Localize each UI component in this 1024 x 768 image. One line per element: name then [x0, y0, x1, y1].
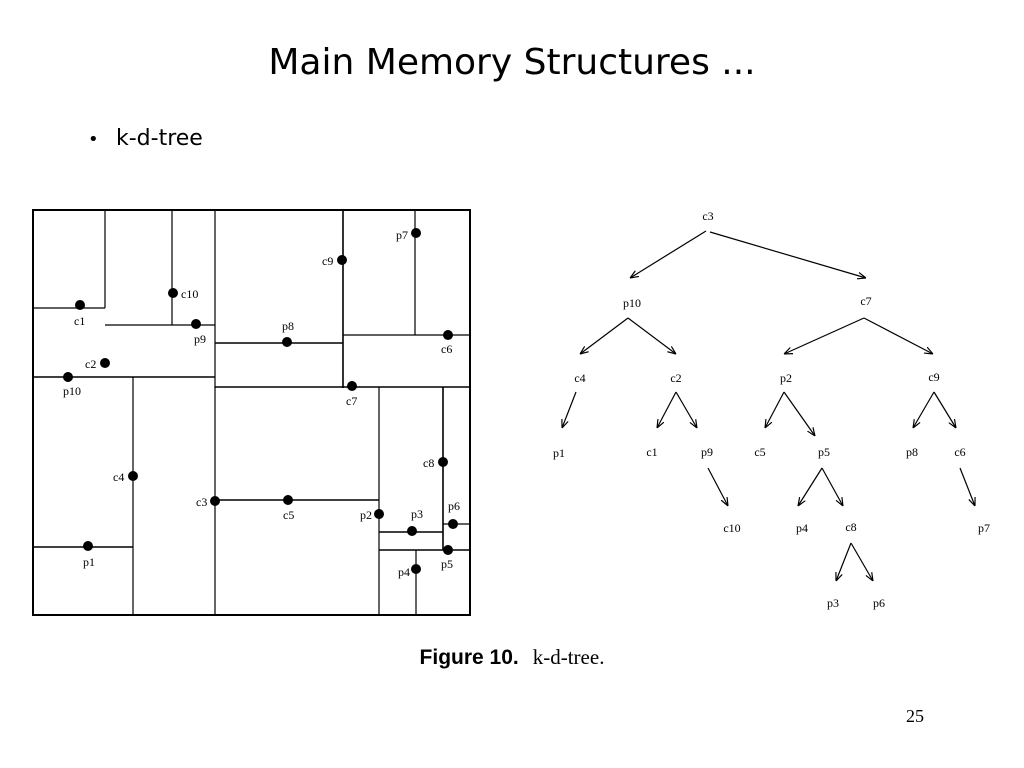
- point-p3: [407, 526, 417, 536]
- node-c5: c5: [754, 445, 765, 459]
- node-c8: c8: [845, 520, 856, 534]
- point-p2: [374, 509, 384, 519]
- label-c3: c3: [196, 495, 207, 509]
- partition-diagram: c1 c10 p9 c2 p10 c4 p1 p8 c9 p7 c6 c7 c3…: [32, 209, 471, 616]
- point-c8: [438, 457, 448, 467]
- node-p4: p4: [796, 521, 808, 535]
- label-c4: c4: [113, 470, 124, 484]
- figure-caption: Figure 10. k-d-tree.: [0, 645, 1024, 670]
- edge-p2-c5: [765, 391, 785, 428]
- edge-c7-c9: [863, 317, 933, 354]
- point-c2: [100, 358, 110, 368]
- node-c4: c4: [574, 371, 585, 385]
- point-p7: [411, 228, 421, 238]
- point-p10: [63, 372, 73, 382]
- label-p6: p6: [448, 499, 460, 513]
- point-c1: [75, 300, 85, 310]
- point-c9: [337, 255, 347, 265]
- label-p5: p5: [441, 557, 453, 571]
- edge-p5-p4: [798, 467, 823, 506]
- node-c1: c1: [646, 445, 657, 459]
- slide-title: Main Memory Structures ...: [268, 42, 756, 83]
- partition-lines: [33, 210, 470, 615]
- point-p6: [448, 519, 458, 529]
- node-c9: c9: [928, 370, 939, 384]
- tree-diagram: c3 p10 c7 c4 c2 p2 c9 p1 c1 p9 c5 p5 p8 …: [553, 209, 990, 610]
- node-c3: c3: [702, 209, 713, 223]
- label-p3: p3: [411, 507, 423, 521]
- partition-points: [63, 228, 458, 574]
- point-p4: [411, 564, 421, 574]
- label-c7: c7: [346, 394, 357, 408]
- node-p5: p5: [818, 445, 830, 459]
- label-c2: c2: [85, 357, 96, 371]
- label-p7: p7: [396, 228, 408, 242]
- edge-c9-c6: [933, 391, 956, 428]
- edge-p5-c8: [821, 467, 843, 506]
- node-c2: c2: [670, 371, 681, 385]
- edge-c8-p3: [836, 542, 852, 581]
- node-p3: p3: [827, 596, 839, 610]
- tree-edges: [562, 230, 975, 581]
- label-p10: p10: [63, 384, 81, 398]
- edge-p2-p5: [783, 391, 815, 436]
- label-p9: p9: [194, 332, 206, 346]
- node-c6: c6: [954, 445, 965, 459]
- edge-p10-c2: [627, 317, 676, 354]
- edge-c9-p8: [913, 391, 935, 428]
- bullet-item: • k-d-tree: [88, 126, 203, 151]
- node-p6: p6: [873, 596, 885, 610]
- point-p8: [282, 337, 292, 347]
- caption-label: Figure 10.: [419, 646, 519, 669]
- label-p2: p2: [360, 508, 372, 522]
- node-p1: p1: [553, 446, 565, 460]
- label-c10: c10: [181, 287, 198, 301]
- point-c10: [168, 288, 178, 298]
- label-p8: p8: [282, 319, 294, 333]
- point-p5: [443, 545, 453, 555]
- node-p2: p2: [780, 371, 792, 385]
- partition-labels: c1 c10 p9 c2 p10 c4 p1 p8 c9 p7 c6 c7 c3…: [63, 228, 460, 579]
- label-c9: c9: [322, 254, 333, 268]
- label-c5: c5: [283, 508, 294, 522]
- edge-c4-p1: [562, 391, 577, 428]
- tree-labels: c3 p10 c7 c4 c2 p2 c9 p1 c1 p9 c5 p5 p8 …: [553, 209, 990, 610]
- bullet-dot: •: [88, 129, 99, 150]
- point-p9: [191, 319, 201, 329]
- caption-text: k-d-tree.: [532, 645, 605, 669]
- edge-p9-c10: [707, 467, 728, 506]
- edge-c3-c7: [709, 231, 866, 278]
- label-p4: p4: [398, 565, 410, 579]
- edge-c3-p10: [630, 230, 707, 278]
- point-c5: [283, 495, 293, 505]
- node-p10: p10: [623, 296, 641, 310]
- label-c8: c8: [423, 456, 434, 470]
- page-number: 25: [906, 706, 924, 726]
- point-c7: [347, 381, 357, 391]
- edge-c7-p2: [784, 317, 865, 354]
- edge-c2-c1: [657, 391, 677, 428]
- edge-c2-p9: [675, 391, 697, 428]
- point-c4: [128, 471, 138, 481]
- label-c1: c1: [74, 314, 85, 328]
- point-p1: [83, 541, 93, 551]
- label-c6: c6: [441, 342, 452, 356]
- edge-c6-p7: [959, 467, 975, 506]
- node-p9: p9: [701, 445, 713, 459]
- partition-border: [32, 209, 471, 616]
- node-c7: c7: [860, 294, 871, 308]
- point-c6: [443, 330, 453, 340]
- edge-c8-p6: [850, 542, 873, 581]
- label-p1: p1: [83, 555, 95, 569]
- node-c10: c10: [723, 521, 740, 535]
- node-p7: p7: [978, 521, 990, 535]
- point-c3: [210, 496, 220, 506]
- edge-p10-c4: [580, 317, 629, 354]
- node-p8: p8: [906, 445, 918, 459]
- bullet-text: k-d-tree: [116, 126, 203, 151]
